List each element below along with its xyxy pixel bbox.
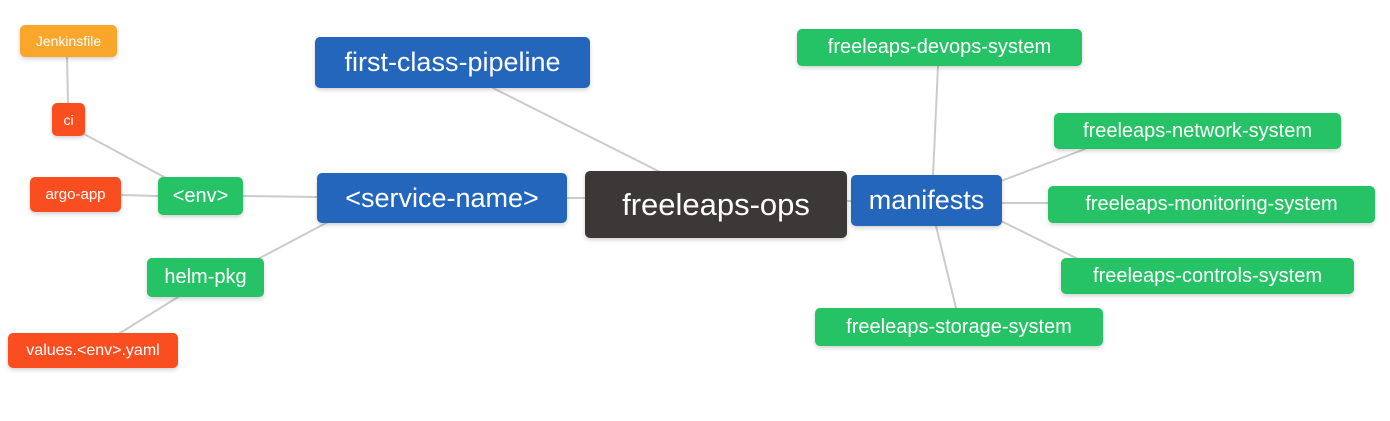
mindmap-node-values-env-yaml[interactable]: values.<env>.yaml: [8, 333, 178, 368]
mindmap-node-freeleaps-monitoring-system[interactable]: freeleaps-monitoring-system: [1048, 186, 1375, 223]
mindmap-node-freeleaps-network-system[interactable]: freeleaps-network-system: [1054, 113, 1341, 149]
edge-env-to-service-name: [242, 195, 318, 198]
mindmap-node-freeleaps-devops-system[interactable]: freeleaps-devops-system: [797, 29, 1082, 66]
mindmap-node-first-class-pipeline[interactable]: first-class-pipeline: [315, 37, 590, 88]
mindmap-node-freeleaps-controls-system[interactable]: freeleaps-controls-system: [1061, 258, 1354, 294]
edge-first-class-pipeline-to-freeleaps-ops: [492, 87, 661, 173]
mindmap-node-jenkinsfile[interactable]: Jenkinsfile: [20, 25, 117, 57]
mindmap-node-helm-pkg[interactable]: helm-pkg: [147, 258, 264, 297]
edge-manifests-to-freeleaps-storage-system: [935, 225, 957, 309]
mindmap-node-freeleaps-ops[interactable]: freeleaps-ops: [585, 171, 847, 238]
edge-ci-to-env: [83, 133, 167, 179]
mindmap-node-argo-app[interactable]: argo-app: [30, 177, 121, 212]
edge-helm-pkg-to-service-name: [257, 221, 329, 260]
edge-manifests-to-freeleaps-devops-system: [932, 65, 939, 177]
edge-argo-app-to-env: [120, 194, 159, 197]
edge-manifests-to-freeleaps-controls-system: [1000, 220, 1079, 260]
mindmap-node-env[interactable]: <env>: [158, 177, 243, 215]
mindmap-node-ci[interactable]: ci: [52, 103, 85, 136]
mindmap-node-service-name[interactable]: <service-name>: [317, 173, 567, 223]
mindmap-node-manifests[interactable]: manifests: [851, 175, 1002, 226]
edge-manifests-to-freeleaps-network-system: [1000, 148, 1086, 182]
mindmap-node-freeleaps-storage-system[interactable]: freeleaps-storage-system: [815, 308, 1103, 346]
edge-values-env-yaml-to-helm-pkg: [119, 296, 179, 334]
edge-jenkinsfile-to-ci: [66, 56, 69, 105]
